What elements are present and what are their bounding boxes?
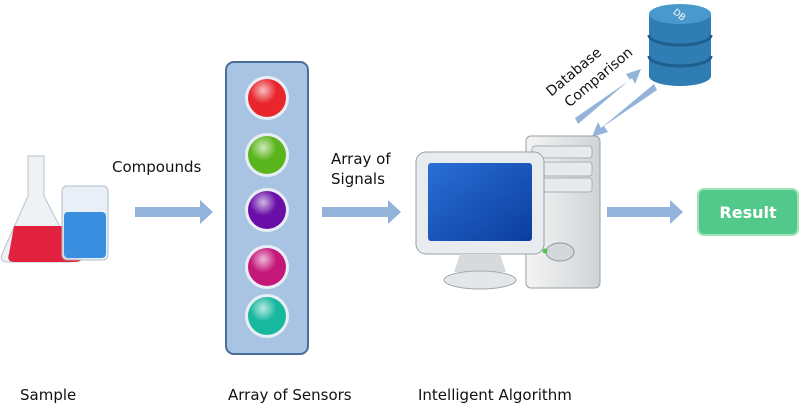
sensor-highlight	[248, 136, 286, 174]
sensor-highlight	[248, 248, 286, 286]
computer-icon	[415, 135, 601, 290]
flask-beaker-icon	[0, 155, 109, 263]
sensor-highlight	[248, 191, 286, 229]
sensor-array-panel	[225, 61, 309, 355]
arrow-to-database	[575, 69, 641, 124]
arrow-compounds	[135, 200, 213, 224]
sensors-label: Array of Sensors	[228, 386, 352, 404]
algorithm-label: Intelligent Algorithm	[418, 386, 572, 404]
signals-label-line2: Signals	[331, 170, 385, 188]
sensor-highlight	[248, 297, 286, 335]
signals-label-line1: Array of	[331, 150, 391, 168]
database-icon: DB	[647, 4, 713, 86]
sensor-highlight	[248, 79, 286, 117]
arrow-result	[607, 200, 683, 224]
compounds-label: Compounds	[112, 158, 202, 176]
arrow-from-database	[592, 84, 657, 137]
arrow-signals	[322, 200, 401, 224]
result-box: Result	[697, 188, 799, 236]
sample-label: Sample	[20, 386, 77, 404]
